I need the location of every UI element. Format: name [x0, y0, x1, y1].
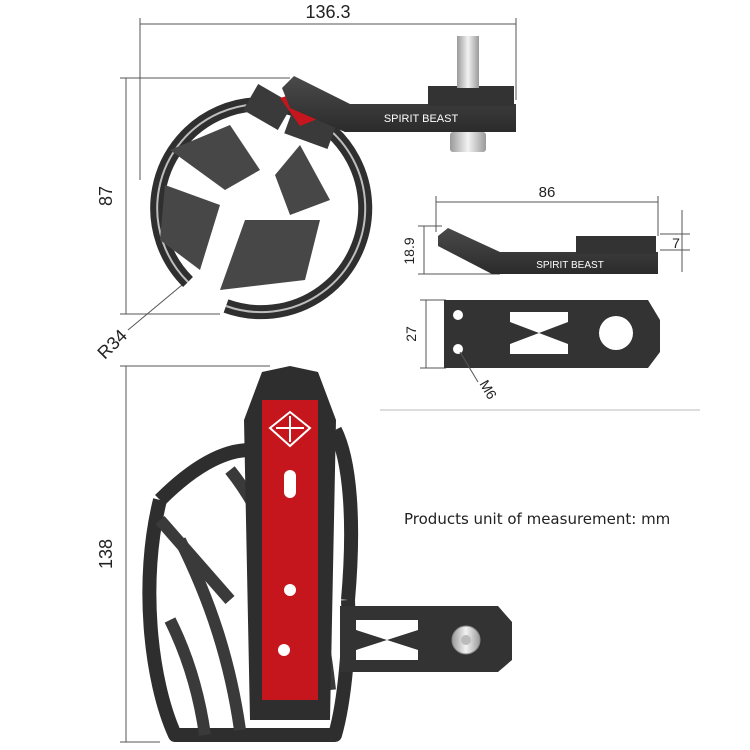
- spine-slot-1: [284, 470, 296, 498]
- arm-side-body: [438, 228, 658, 274]
- unit-note: Products unit of measurement: mm: [404, 510, 671, 528]
- mount-hole-2: [453, 344, 463, 354]
- arm-width-dimension: [420, 299, 446, 369]
- spine-hole-2: [278, 644, 290, 656]
- thread-leader: [459, 351, 479, 383]
- arm-width-label: 27: [403, 326, 419, 342]
- arm-height-dimension: [418, 225, 500, 275]
- bolt-shaft: [457, 36, 479, 88]
- arm-side-view: 86 18.9 7 SPIRIT BEAST: [401, 184, 690, 275]
- radius-leader: [127, 279, 189, 331]
- arm-side-boss: [576, 236, 656, 254]
- cage-height-label: 138: [96, 539, 116, 569]
- cage-spine-red: [262, 400, 318, 700]
- height-dimension: [120, 77, 290, 315]
- mount-arm-top: [282, 76, 516, 132]
- height-dimension-label: 87: [96, 186, 116, 206]
- cage-height-dimension: [120, 365, 270, 743]
- cage-view: 138: [96, 365, 512, 743]
- radius-label: R34: [93, 325, 130, 362]
- arm-height-label: 18.9: [401, 237, 417, 264]
- arm-length-label: 86: [539, 184, 556, 201]
- width-dimension-label: 136.3: [305, 2, 350, 22]
- bolt-hole: [599, 316, 633, 350]
- thread-label: M6: [477, 377, 501, 402]
- arm-bottom-view: 27 M6: [380, 299, 700, 411]
- arm-thickness-dimension: [660, 210, 690, 272]
- arm-thickness-label: 7: [672, 235, 680, 251]
- arm-brand-label: SPIRIT BEAST: [384, 113, 459, 125]
- arm-length-dimension: [435, 196, 659, 236]
- width-dimension: [139, 18, 517, 180]
- brand-logo: [268, 410, 312, 448]
- arm-side-brand-label: SPIRIT BEAST: [536, 260, 604, 271]
- arm-boss: [428, 86, 514, 106]
- holder-x-pattern: [160, 125, 330, 290]
- bolt-head: [450, 132, 486, 152]
- spine-hole-1: [284, 584, 296, 596]
- mount-hole-1: [453, 310, 463, 320]
